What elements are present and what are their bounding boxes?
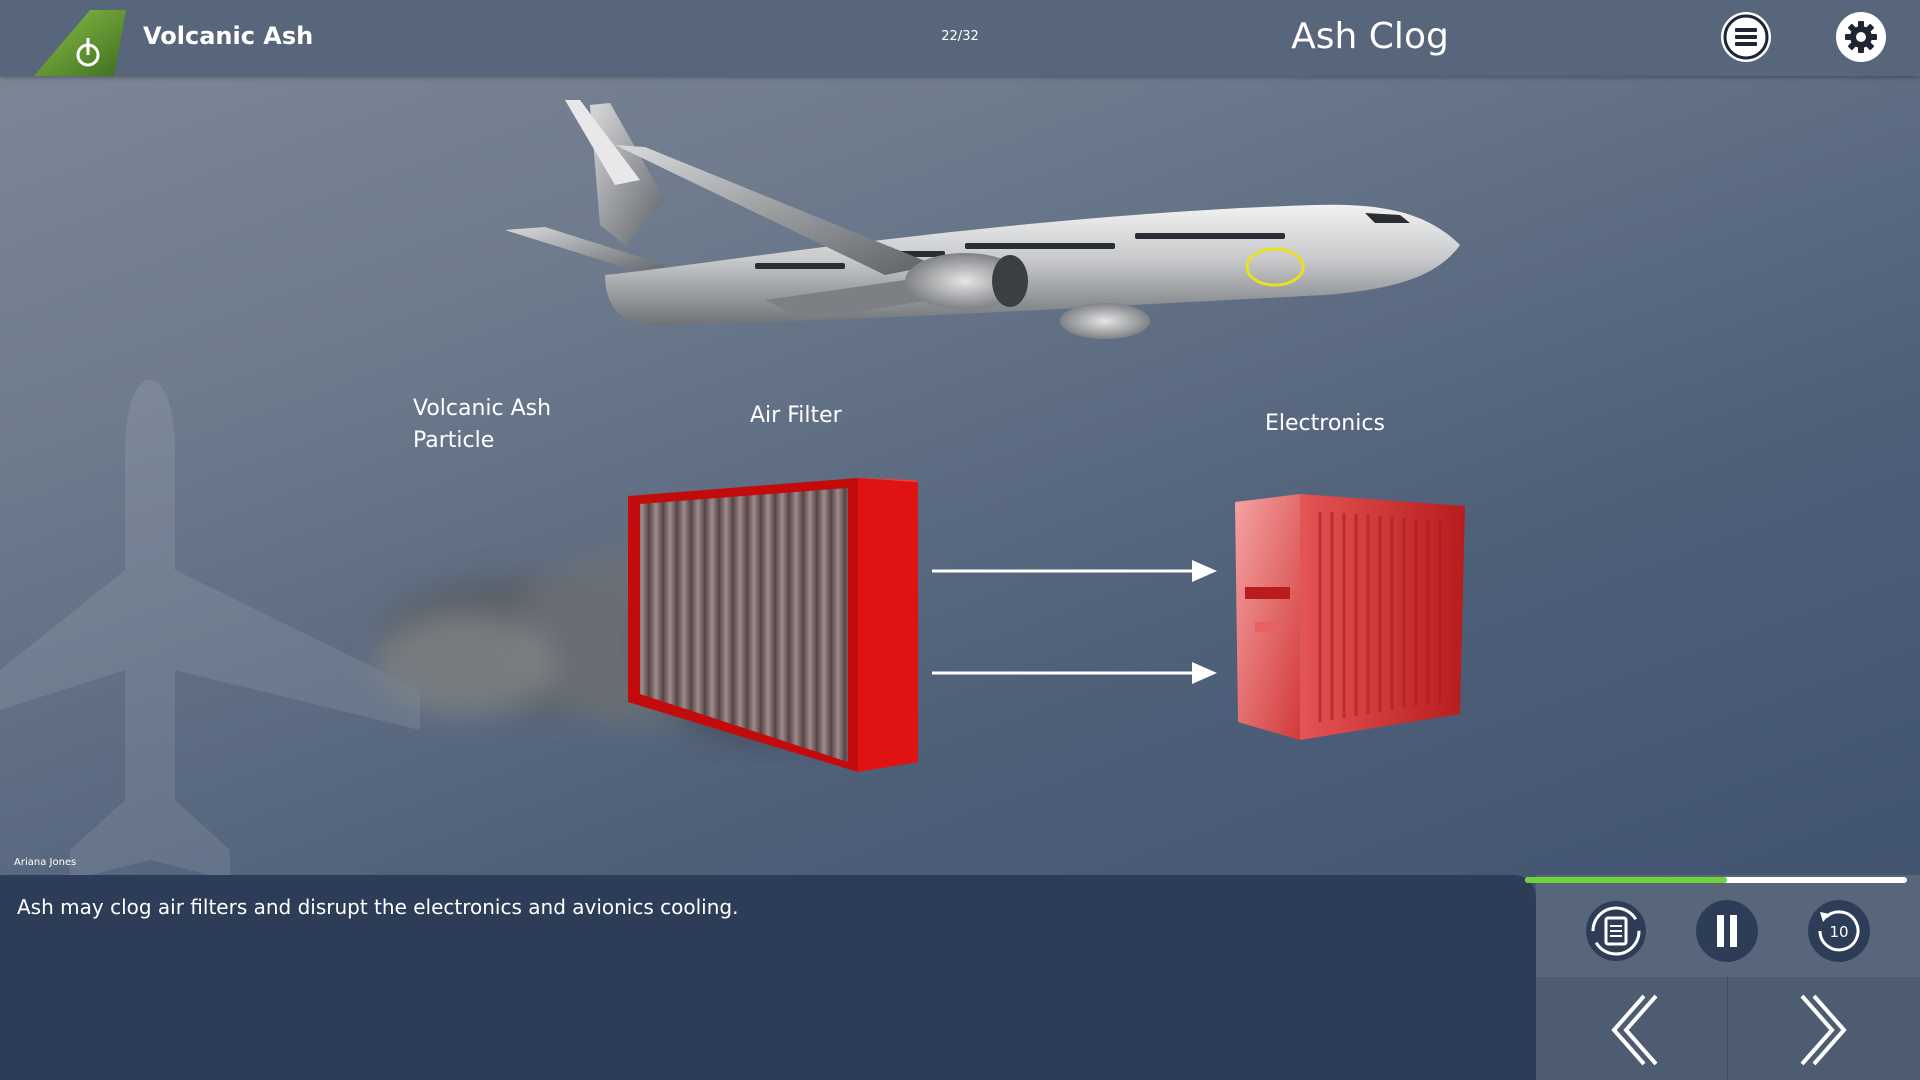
- caption-panel: Ash may clog air filters and disrupt the…: [0, 875, 1536, 1080]
- gear-icon: [1845, 21, 1877, 53]
- volcanic-ash-particle-label: Volcanic Ash Particle: [413, 396, 552, 453]
- pause-button[interactable]: [1694, 898, 1760, 964]
- slide-title: Ash Clog: [1291, 16, 1449, 57]
- transcript-icon: [1586, 901, 1646, 961]
- electronics-box-image: [1235, 494, 1465, 740]
- next-button[interactable]: [1788, 990, 1858, 1070]
- caption-text: Ash may clog air filters and disrupt the…: [17, 895, 739, 919]
- hamburger-menu-icon: [1723, 14, 1769, 60]
- svg-text:10: 10: [1829, 923, 1848, 941]
- navigation-row: [1536, 977, 1920, 1080]
- airflow-arrow-top: [932, 560, 1217, 582]
- top-bar: Volcanic Ash 22/32 Ash Clog: [0, 0, 1920, 76]
- pause-icon: [1696, 900, 1758, 962]
- replay-10-button[interactable]: 10: [1806, 898, 1872, 964]
- chevron-right-icon: [1800, 994, 1847, 1066]
- settings-button[interactable]: [1836, 12, 1886, 62]
- transcript-button[interactable]: [1583, 898, 1649, 964]
- electronics-label: Electronics: [1265, 411, 1385, 436]
- progress-bar-fill: [1525, 877, 1728, 883]
- narrator-name: Ariana Jones: [14, 857, 77, 868]
- airplane-image: [505, 100, 1460, 339]
- airflow-arrow-bottom: [932, 662, 1217, 684]
- previous-button[interactable]: [1600, 990, 1670, 1070]
- menu-button[interactable]: [1721, 12, 1771, 62]
- air-filter-label: Air Filter: [750, 403, 842, 428]
- app-title: Volcanic Ash: [143, 22, 314, 50]
- air-filter-image: [628, 478, 918, 772]
- progress-bar[interactable]: [1525, 877, 1907, 883]
- replay-10-icon: 10: [1808, 900, 1870, 962]
- chevron-left-icon: [1611, 994, 1658, 1066]
- navigation-divider: [1727, 977, 1728, 1080]
- page-counter: 22/32: [941, 29, 979, 44]
- tail-logo-icon: [34, 10, 126, 76]
- airplane-watermark-icon: [0, 380, 420, 880]
